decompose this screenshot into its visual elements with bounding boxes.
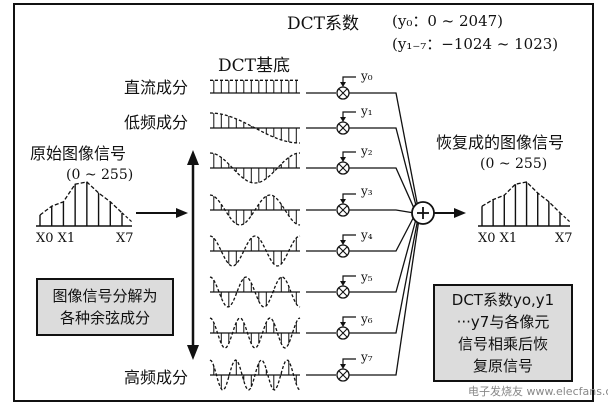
coeff-feed-arrow-4 (340, 240, 346, 245)
row-label-high: 高频成分 (124, 368, 189, 387)
output-arrow (434, 208, 466, 218)
sum-line-3 (349, 209, 413, 214)
coeff-feed-arrow-7 (340, 364, 346, 369)
output-axis-end: X7 (555, 231, 573, 246)
reconstruction-note-line-4: 复原信号 (472, 357, 533, 375)
basis-curve-3 (209, 194, 301, 226)
coeff-feed-arrow-5 (340, 281, 346, 286)
output-envelope (481, 181, 561, 214)
coeff-feed-0 (342, 76, 356, 84)
basis-row-1 (210, 111, 417, 205)
multiplier-x2-3 (338, 205, 348, 215)
input-envelope-tail (121, 212, 133, 223)
input-axis-end: X7 (116, 231, 134, 246)
input-signal (36, 181, 133, 227)
basis-row-0 (210, 76, 418, 204)
coeff-label-y0: y₀ (361, 69, 373, 83)
sum-line-0 (349, 92, 418, 204)
sum-line-2 (349, 167, 415, 208)
multiplier-x2-0 (338, 88, 348, 98)
coeff-feed-7 (342, 358, 356, 366)
outer-frame (13, 3, 594, 402)
decomposition-note-line-1: 图像信号分解为 (52, 287, 158, 305)
coeff-range-y0: (y₀：0 ~ 2047) (392, 12, 504, 30)
basis-row-3 (209, 193, 413, 226)
multiplier-x2-1 (338, 123, 348, 133)
output-title: 恢复成的图像信号 (436, 133, 565, 152)
basis-curve-7 (209, 359, 301, 391)
row-label-dc: 直流成分 (124, 78, 189, 97)
basis-curve-1 (210, 112, 300, 144)
basis-curve-2 (209, 152, 301, 184)
dct-coeff-title: DCT系数 (287, 14, 359, 34)
output-range: (0 ~ 255) (480, 156, 548, 172)
input-envelope (39, 181, 123, 216)
coeff-label-y2: y₂ (361, 144, 373, 158)
coeff-feed-6 (342, 316, 356, 324)
reconstruction-note-line-2: ···y7与各像元 (456, 313, 550, 331)
basis-row-4 (209, 217, 414, 267)
basis-title: DCT基底 (218, 56, 290, 76)
basis-row-5 (209, 220, 417, 308)
input-range: (0 ~ 255) (66, 167, 134, 183)
input-arrow (136, 208, 188, 218)
coeff-label-y1: y₁ (361, 104, 373, 118)
coeff-feed-1 (342, 111, 356, 119)
basis-curve-4 (209, 235, 301, 267)
reconstruction-note-box: DCT系数yo,y1 ···y7与各像元 信号相乘后恢 复原信号 (433, 284, 573, 382)
coeff-feed-4 (342, 234, 356, 242)
coeff-label-y4: y₄ (361, 228, 373, 242)
row-label-low: 低频成分 (124, 113, 189, 132)
coeff-feed-5 (342, 275, 356, 283)
sum-line-7 (349, 222, 420, 376)
coeff-label-y7: y₇ (361, 350, 373, 364)
coeff-feed-3 (342, 193, 356, 201)
input-title: 原始图像信号 (30, 144, 127, 163)
decomposition-note-line-2: 各种余弦成分 (59, 309, 150, 327)
multiplier-x2-5 (338, 287, 348, 297)
watermark: 电子发烧友 www.elecfans.com (468, 385, 608, 398)
coeff-label-y5: y₅ (361, 270, 373, 284)
input-axis-start: X0 X1 (36, 231, 76, 246)
sum-line-5 (349, 220, 417, 293)
decomposition-note-box: 图像信号分解为 各种余弦成分 (36, 278, 174, 336)
coeff-feed-arrow-3 (340, 199, 346, 204)
multiplier-x2-2 (338, 163, 348, 173)
output-signal (478, 181, 571, 227)
coeff-feed-arrow-1 (340, 117, 346, 122)
output-envelope-tail (559, 212, 571, 223)
coeff-feed-arrow-2 (340, 157, 346, 162)
basis-row-6 (209, 222, 418, 349)
reconstruction-note-line-1: DCT系数yo,y1 (451, 291, 555, 309)
output-axis-start: X0 X1 (478, 231, 518, 246)
coeff-feed-arrow-0 (340, 82, 346, 87)
summing-node (411, 201, 435, 225)
coeff-label-y6: y₆ (361, 312, 373, 326)
sum-line-4 (349, 217, 414, 252)
reconstruction-note-line-3: 信号相乘后恢 (457, 335, 548, 353)
sum-line-6 (349, 222, 418, 334)
basis-curve-6 (209, 317, 301, 349)
multiplier-x2-4 (338, 246, 348, 256)
coeff-feed-2 (342, 151, 356, 159)
coeff-range-y1-7: (y₁₋₇：−1024 ~ 1023) (392, 35, 559, 53)
sum-line-1 (349, 127, 417, 205)
coeff-feed-arrow-6 (340, 322, 346, 327)
frequency-axis-arrow (187, 150, 199, 360)
multiplier-x2-6 (338, 328, 348, 338)
coeff-label-y3: y₃ (361, 184, 373, 198)
basis-row-2 (209, 151, 415, 208)
multiplier-x2-7 (338, 370, 348, 380)
basis-curve-5 (209, 276, 301, 308)
basis-row-7 (209, 222, 420, 391)
